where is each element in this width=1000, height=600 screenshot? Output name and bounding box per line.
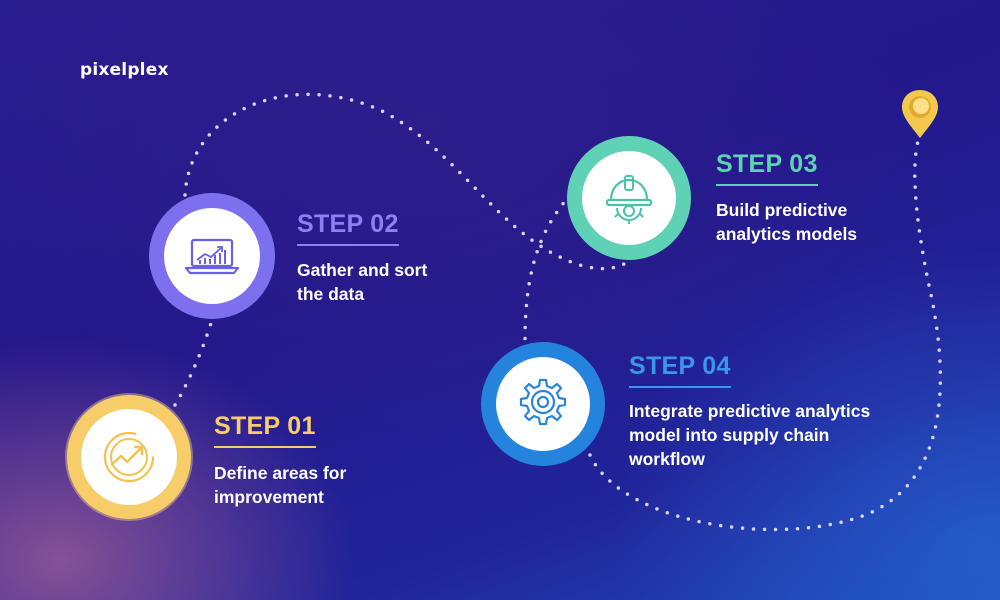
step03-description-line: analytics models — [716, 224, 858, 244]
step04-node — [481, 342, 605, 466]
step04-description-line: model into supply chain — [629, 425, 830, 445]
pixelplex-logo: pixelplex — [80, 60, 169, 80]
laptop-chart-icon — [184, 238, 240, 275]
step01-node — [67, 395, 191, 519]
step02-description-line: Gather and sort — [297, 260, 428, 280]
step04-description: Integrate predictive analytics model int… — [629, 399, 870, 471]
step03-title: STEP 03 — [716, 150, 818, 186]
hard-hat-gear-icon — [605, 175, 653, 224]
step03-node — [567, 136, 691, 260]
path-segment-step03-to-step04 — [523, 193, 572, 342]
gear-icon — [519, 378, 567, 426]
step02-title: STEP 02 — [297, 210, 399, 246]
step01-description-line: Define areas for — [214, 463, 347, 483]
step04-description-line: Integrate predictive analytics — [629, 401, 871, 421]
step04-title: STEP 04 — [629, 352, 731, 388]
step01-description: Define areas for improvement — [214, 461, 346, 509]
step01-description-line: improvement — [214, 487, 324, 507]
step03-description: Build predictive analytics models — [716, 198, 857, 246]
step02-node — [149, 193, 275, 319]
step01-title: STEP 01 — [214, 412, 316, 448]
step03-description-line: Build predictive — [716, 200, 848, 220]
step02-description-line: the data — [297, 284, 365, 304]
path-segment-step01-to-step02 — [173, 308, 217, 407]
step02-description: Gather and sort the data — [297, 258, 427, 306]
trend-arrow-icon — [103, 431, 155, 483]
location-pin-icon — [902, 90, 938, 138]
step04-description-line: workflow — [629, 449, 705, 469]
